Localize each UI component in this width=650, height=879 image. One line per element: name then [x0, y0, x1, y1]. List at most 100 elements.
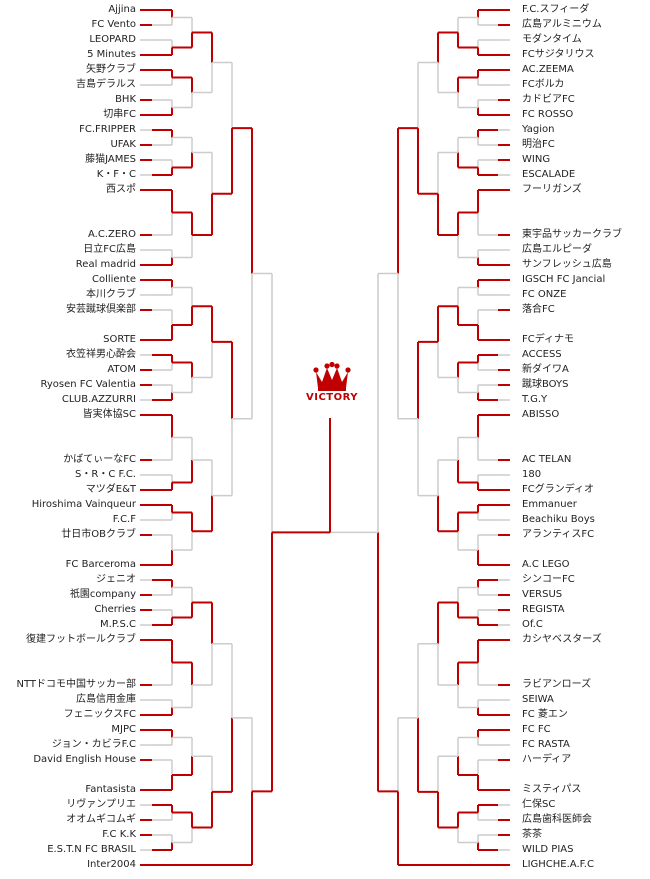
team-left: 吉島デラルス — [76, 79, 136, 90]
team-left: 皆実体協SC — [82, 409, 136, 420]
team-right: ESCALADE — [522, 169, 576, 180]
team-left: 矢野クラブ — [86, 64, 136, 75]
team-left: 祇園company — [69, 589, 136, 600]
team-left: ジェニオ — [96, 574, 136, 585]
team-left: Fantasista — [85, 784, 136, 795]
team-right: カドビアFC — [522, 94, 575, 105]
team-left: Hiroshima Vainqueur — [31, 499, 136, 510]
team-left: Inter2004 — [87, 859, 136, 870]
team-right: SEIWA — [522, 694, 554, 705]
team-right: Beachiku Boys — [522, 514, 595, 525]
team-left: ジョン・カビラF.C — [51, 739, 136, 750]
team-right: 明治FC — [522, 139, 555, 150]
team-right: シンコーFC — [522, 574, 575, 585]
team-right: Yagion — [522, 124, 555, 135]
team-right: REGISTA — [522, 604, 565, 615]
crown-icon — [313, 362, 351, 391]
team-right: ABISSO — [522, 409, 560, 420]
team-left: F.C.F — [112, 514, 136, 525]
team-right: WILD PIAS — [522, 844, 574, 855]
team-left: 廿日市OBクラブ — [61, 529, 136, 540]
team-left: Colliente — [92, 274, 136, 285]
team-left: 広島信用金庫 — [76, 694, 136, 705]
team-right: F.C.スフィーダ — [522, 4, 590, 15]
team-left: FC Barceroma — [65, 559, 136, 570]
team-right: モダンタイム — [522, 34, 582, 45]
team-left: Ryosen FC Valentia — [40, 379, 136, 390]
team-left: オオムギコムギ — [66, 814, 136, 825]
team-right: 仁保SC — [522, 799, 556, 810]
team-left: 5 Minutes — [87, 49, 136, 60]
team-right: T.G.Y — [522, 394, 548, 405]
team-left: 切串FC — [103, 109, 136, 120]
team-left: SORTE — [103, 334, 136, 345]
team-right: カシヤベスターズ — [522, 634, 602, 645]
team-right: FCボルカ — [522, 79, 565, 90]
team-left: K・F・C — [96, 169, 136, 180]
team-right: FC ROSSO — [522, 109, 574, 120]
team-right: 広島アルミニウム — [522, 19, 602, 30]
team-left: リヴァンプリエ — [66, 799, 136, 810]
team-left: FC Vento — [91, 19, 136, 30]
team-left: LEOPARD — [89, 34, 136, 45]
team-right: フーリガンズ — [522, 184, 582, 195]
team-left: NTTドコモ中国サッカー部 — [16, 679, 136, 690]
team-right: FC ONZE — [522, 289, 567, 300]
team-left: 復建フットボールクラブ — [26, 634, 136, 645]
team-right: ラビアンローズ — [522, 679, 592, 690]
team-right: ミスティパス — [522, 784, 582, 795]
team-left: BHK — [115, 94, 136, 105]
team-right: 落合FC — [522, 304, 555, 315]
team-right: 新ダイワA — [522, 364, 569, 375]
victory-label: VICTORY — [305, 392, 358, 403]
team-left: F.C K.K — [102, 829, 136, 840]
team-left: Ajjina — [108, 4, 136, 15]
team-right: 茶茶 — [522, 829, 542, 840]
team-right: LIGHCHE.A.F.C — [522, 859, 594, 870]
team-right: 180 — [522, 469, 542, 480]
team-right: 広島歯科医師会 — [522, 814, 592, 825]
team-right: FC RASTA — [522, 739, 570, 750]
team-left: E.S.T.N FC BRASIL — [47, 844, 136, 855]
team-right: FCサジタリウス — [522, 49, 595, 60]
team-right: AC TELAN — [522, 454, 572, 465]
team-left: マツダE&T — [85, 484, 136, 495]
team-right: A.C LEGO — [522, 559, 570, 570]
team-left: S・R・C F.C. — [75, 469, 136, 480]
team-left: FC.FRIPPER — [79, 124, 136, 135]
team-left: フェニックスFC — [63, 709, 136, 720]
team-left: MJPC — [111, 724, 136, 735]
team-left: Cherries — [94, 604, 136, 615]
team-left: 西スポ — [106, 184, 136, 195]
team-right: IGSCH FC Jancial — [522, 274, 606, 285]
team-right: Of.C — [522, 619, 543, 630]
victory-emblem: VICTORY — [300, 362, 364, 412]
team-right: アランティスFC — [522, 529, 595, 540]
team-right: FCディナモ — [522, 334, 575, 345]
team-left: A.C.ZERO — [88, 229, 136, 240]
team-left: Real madrid — [75, 259, 136, 270]
team-right: WING — [522, 154, 551, 165]
team-right: サンフレッシュ広島 — [522, 259, 612, 270]
team-left: 日立FC広島 — [83, 244, 136, 255]
team-left: M.P.S.C — [100, 619, 136, 630]
team-left: David English House — [33, 754, 136, 765]
team-left: UFAK — [110, 139, 136, 150]
team-right: 蹴球BOYS — [522, 379, 569, 390]
team-right: ハーディア — [522, 754, 572, 765]
team-right: FC FC — [522, 724, 551, 735]
team-right: AC.ZEEMA — [522, 64, 574, 75]
team-left: 本川クラブ — [86, 289, 136, 300]
team-right: FC 菱エン — [522, 709, 568, 720]
team-left: 安芸蹴球倶楽部 — [66, 304, 136, 315]
team-left: 衣笠祥男心酔会 — [66, 349, 136, 360]
team-right: Emmanuer — [522, 499, 577, 510]
team-left: 藤猫JAMES — [85, 154, 136, 165]
team-right: 東宇品サッカークラブ — [522, 229, 622, 240]
team-right: ACCESS — [522, 349, 562, 360]
team-right: 広島エルピーダ — [522, 244, 592, 255]
team-left: CLUB.AZZURRI — [61, 394, 136, 405]
team-right: VERSUS — [522, 589, 563, 600]
